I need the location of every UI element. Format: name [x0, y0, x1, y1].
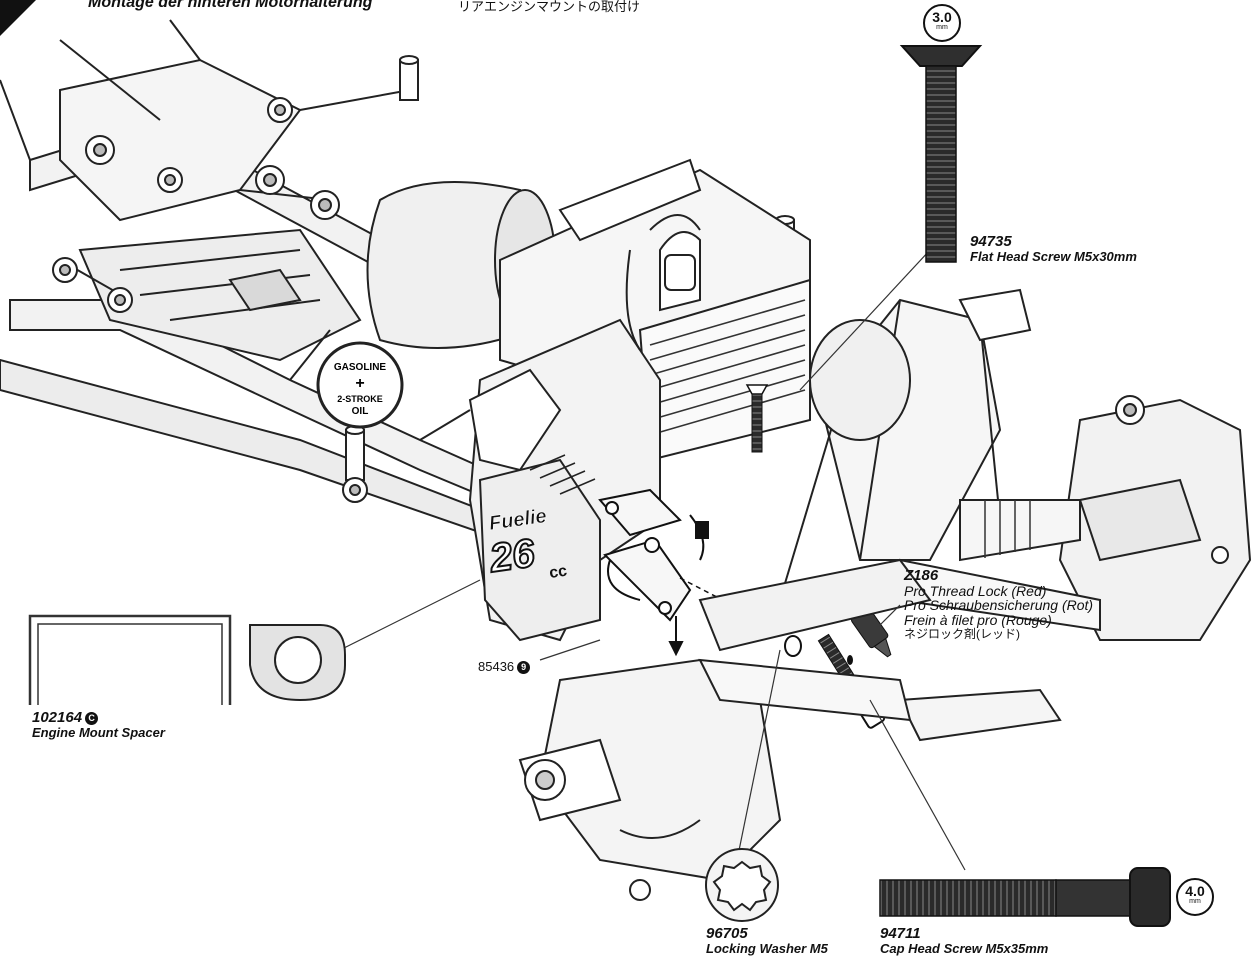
step-corner-marker: [0, 0, 36, 36]
hex-tool-unit: mm: [1189, 898, 1201, 905]
hex-tool-badge-4: 4.0 mm: [1176, 878, 1214, 916]
bag-badge: C: [85, 711, 99, 725]
label-locking-washer: 96705 Locking Washer M5: [706, 926, 828, 955]
part-number: Z186: [904, 567, 939, 584]
air-filter: [366, 181, 532, 349]
label-cap-head-screw: 94711 Cap Head Screw M5x35mm: [880, 926, 1048, 955]
washer-small: [784, 635, 802, 657]
cap-head-screw-detail: [879, 867, 1171, 927]
step-title: Montage der hinteren Motorhalterung: [88, 0, 373, 11]
part-description: Cap Head Screw M5x35mm: [880, 940, 1049, 956]
engine: [366, 158, 811, 642]
fuel-tag-line1: GASOLINE: [334, 362, 387, 373]
thread-lock-en: Pro Thread Lock (Red): [904, 582, 1047, 599]
hex-tool-unit: mm: [936, 24, 948, 31]
spacer-washer-detail: [249, 624, 346, 702]
fuel-tag-plus: +: [355, 375, 364, 392]
part-number: 96705: [706, 925, 748, 942]
part-number: 94735: [970, 233, 1012, 250]
thread-lock-fr: Frein à filet pro (Rouge): [904, 612, 1052, 629]
part-description: Locking Washer M5: [706, 940, 828, 956]
engine-unit: cc: [548, 563, 568, 582]
part-number: 102164: [32, 709, 83, 726]
chassis-frame: [0, 19, 795, 562]
hex-tool-size: 4.0: [1185, 883, 1205, 899]
part-description: Flat Head Screw M5x30mm: [970, 248, 1137, 264]
flat-head-screw-detail: [899, 45, 983, 263]
fuel-tag-line2: 2-STROKE: [337, 394, 383, 404]
engine-logo: Fuelie 26 cc: [485, 505, 568, 582]
part-description: Engine Mount Spacer: [32, 724, 165, 740]
thread-lock-jp: ネジロック剤(レッド): [904, 626, 1020, 641]
thread-lock-de: Pro Schraubensicherung (Rot): [904, 597, 1094, 614]
fuel-tag-line3: OIL: [352, 406, 369, 417]
locking-washer-detail: [705, 848, 779, 922]
flat-head-screw-small: [745, 384, 769, 453]
label-flat-head-screw: 94735 Flat Head Screw M5x30mm: [970, 234, 1137, 263]
engine-mount-spacer-detail: [28, 614, 232, 705]
bag-badge: 9: [517, 661, 531, 675]
engine-mount: [598, 488, 709, 657]
label-thread-lock: Z186 Pro Thread Lock (Red) Pro Schrauben…: [904, 568, 1093, 640]
part-number: 85436: [478, 659, 515, 674]
hex-tool-badge-3: 3.0 mm: [923, 4, 961, 42]
fuel-warning-tag: GASOLINE + 2-STROKE OIL: [316, 341, 404, 429]
step-title-jp: リアエンジンマウントの取付け: [458, 0, 641, 14]
hex-tool-size: 3.0: [932, 9, 952, 25]
rear-hub-left: [518, 658, 912, 901]
rear-suspension: [698, 288, 1252, 742]
engine-size: 26: [486, 531, 538, 581]
crankcase-cover: [478, 458, 601, 642]
leader-lines: [339, 249, 966, 871]
part-number: 94711: [880, 925, 921, 942]
